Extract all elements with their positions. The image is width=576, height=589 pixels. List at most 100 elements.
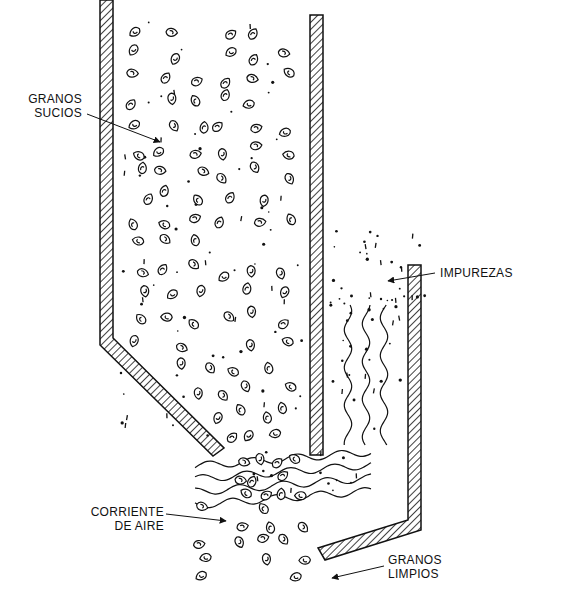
impurity	[270, 229, 272, 231]
grain	[278, 127, 291, 138]
grain	[151, 146, 165, 159]
grain	[289, 571, 302, 582]
impurity	[366, 253, 368, 255]
grain	[214, 216, 226, 230]
grain	[246, 475, 258, 489]
grain	[276, 469, 290, 482]
grain	[249, 160, 261, 174]
hopper-inner-wall	[310, 15, 323, 455]
impurity	[369, 231, 372, 234]
impurity	[206, 434, 208, 436]
impurity	[343, 302, 345, 304]
impurity	[139, 174, 141, 176]
grain	[156, 262, 169, 276]
impurity	[212, 354, 215, 357]
impurity	[359, 251, 361, 253]
leader-line	[332, 566, 384, 578]
grain	[154, 166, 166, 175]
impurity	[175, 227, 178, 230]
impurity	[160, 95, 162, 97]
grain	[129, 334, 140, 347]
impurity	[365, 374, 366, 379]
air-waves	[195, 305, 388, 508]
impurity	[166, 205, 168, 207]
grain	[136, 267, 149, 278]
grain	[165, 288, 179, 301]
grain	[247, 306, 256, 318]
part-label: CORRIENTE DE AIRE	[84, 505, 164, 533]
grain	[218, 148, 227, 160]
grain	[190, 234, 200, 247]
grain	[200, 121, 209, 133]
grain	[128, 26, 142, 39]
impurity	[176, 271, 178, 273]
impurity	[403, 295, 405, 297]
impurity	[332, 380, 335, 383]
impurity	[391, 299, 393, 301]
impurity	[375, 243, 377, 248]
impurity	[348, 374, 350, 376]
impurity	[376, 235, 378, 237]
grain	[254, 217, 267, 227]
impurity	[270, 474, 273, 477]
grain	[270, 456, 284, 470]
hopper-outer-wall	[100, 0, 224, 456]
grain	[277, 401, 287, 414]
impurity	[400, 266, 402, 268]
impurity	[356, 473, 357, 478]
part-label: GRANOS LIMPIOS	[388, 553, 460, 581]
grain	[283, 172, 295, 186]
grain	[159, 184, 170, 197]
impurity	[187, 180, 190, 183]
grain	[166, 28, 178, 37]
impurity	[267, 63, 269, 65]
grain	[168, 119, 181, 133]
impurity	[365, 244, 367, 249]
impurity	[332, 489, 334, 491]
impurity	[342, 456, 345, 459]
impurity	[124, 171, 126, 176]
impurity	[271, 286, 272, 291]
grain	[189, 149, 202, 159]
impurity	[416, 295, 419, 298]
impurity	[339, 298, 341, 300]
grain	[264, 361, 274, 374]
impurity	[262, 470, 265, 473]
grain	[239, 487, 253, 499]
air-wave	[195, 451, 371, 468]
impurity	[297, 264, 299, 266]
impurity	[380, 298, 382, 300]
leader-line	[388, 273, 435, 281]
impurity	[251, 157, 253, 159]
grain	[188, 212, 202, 224]
grain	[191, 193, 204, 207]
grain	[127, 119, 141, 131]
grain	[224, 46, 238, 59]
grain	[199, 553, 212, 563]
grain	[247, 53, 259, 67]
impurity	[399, 378, 402, 381]
impurity	[350, 294, 353, 297]
grain	[257, 533, 270, 544]
grain	[234, 403, 247, 417]
impurity	[335, 230, 338, 233]
grain	[288, 452, 302, 465]
grain	[219, 76, 232, 90]
grain	[234, 475, 247, 485]
impurity	[181, 49, 183, 51]
grain	[255, 453, 265, 466]
impurity	[194, 133, 196, 135]
grain	[169, 52, 181, 66]
grain	[250, 123, 263, 134]
impurity	[387, 300, 389, 302]
impurity	[295, 407, 297, 409]
grain	[246, 339, 256, 352]
impurity	[373, 388, 375, 393]
impurity	[390, 261, 393, 264]
grain	[240, 379, 252, 393]
grain	[282, 66, 296, 79]
impurity	[176, 374, 178, 376]
impurity	[350, 482, 352, 484]
impurity	[233, 269, 235, 271]
